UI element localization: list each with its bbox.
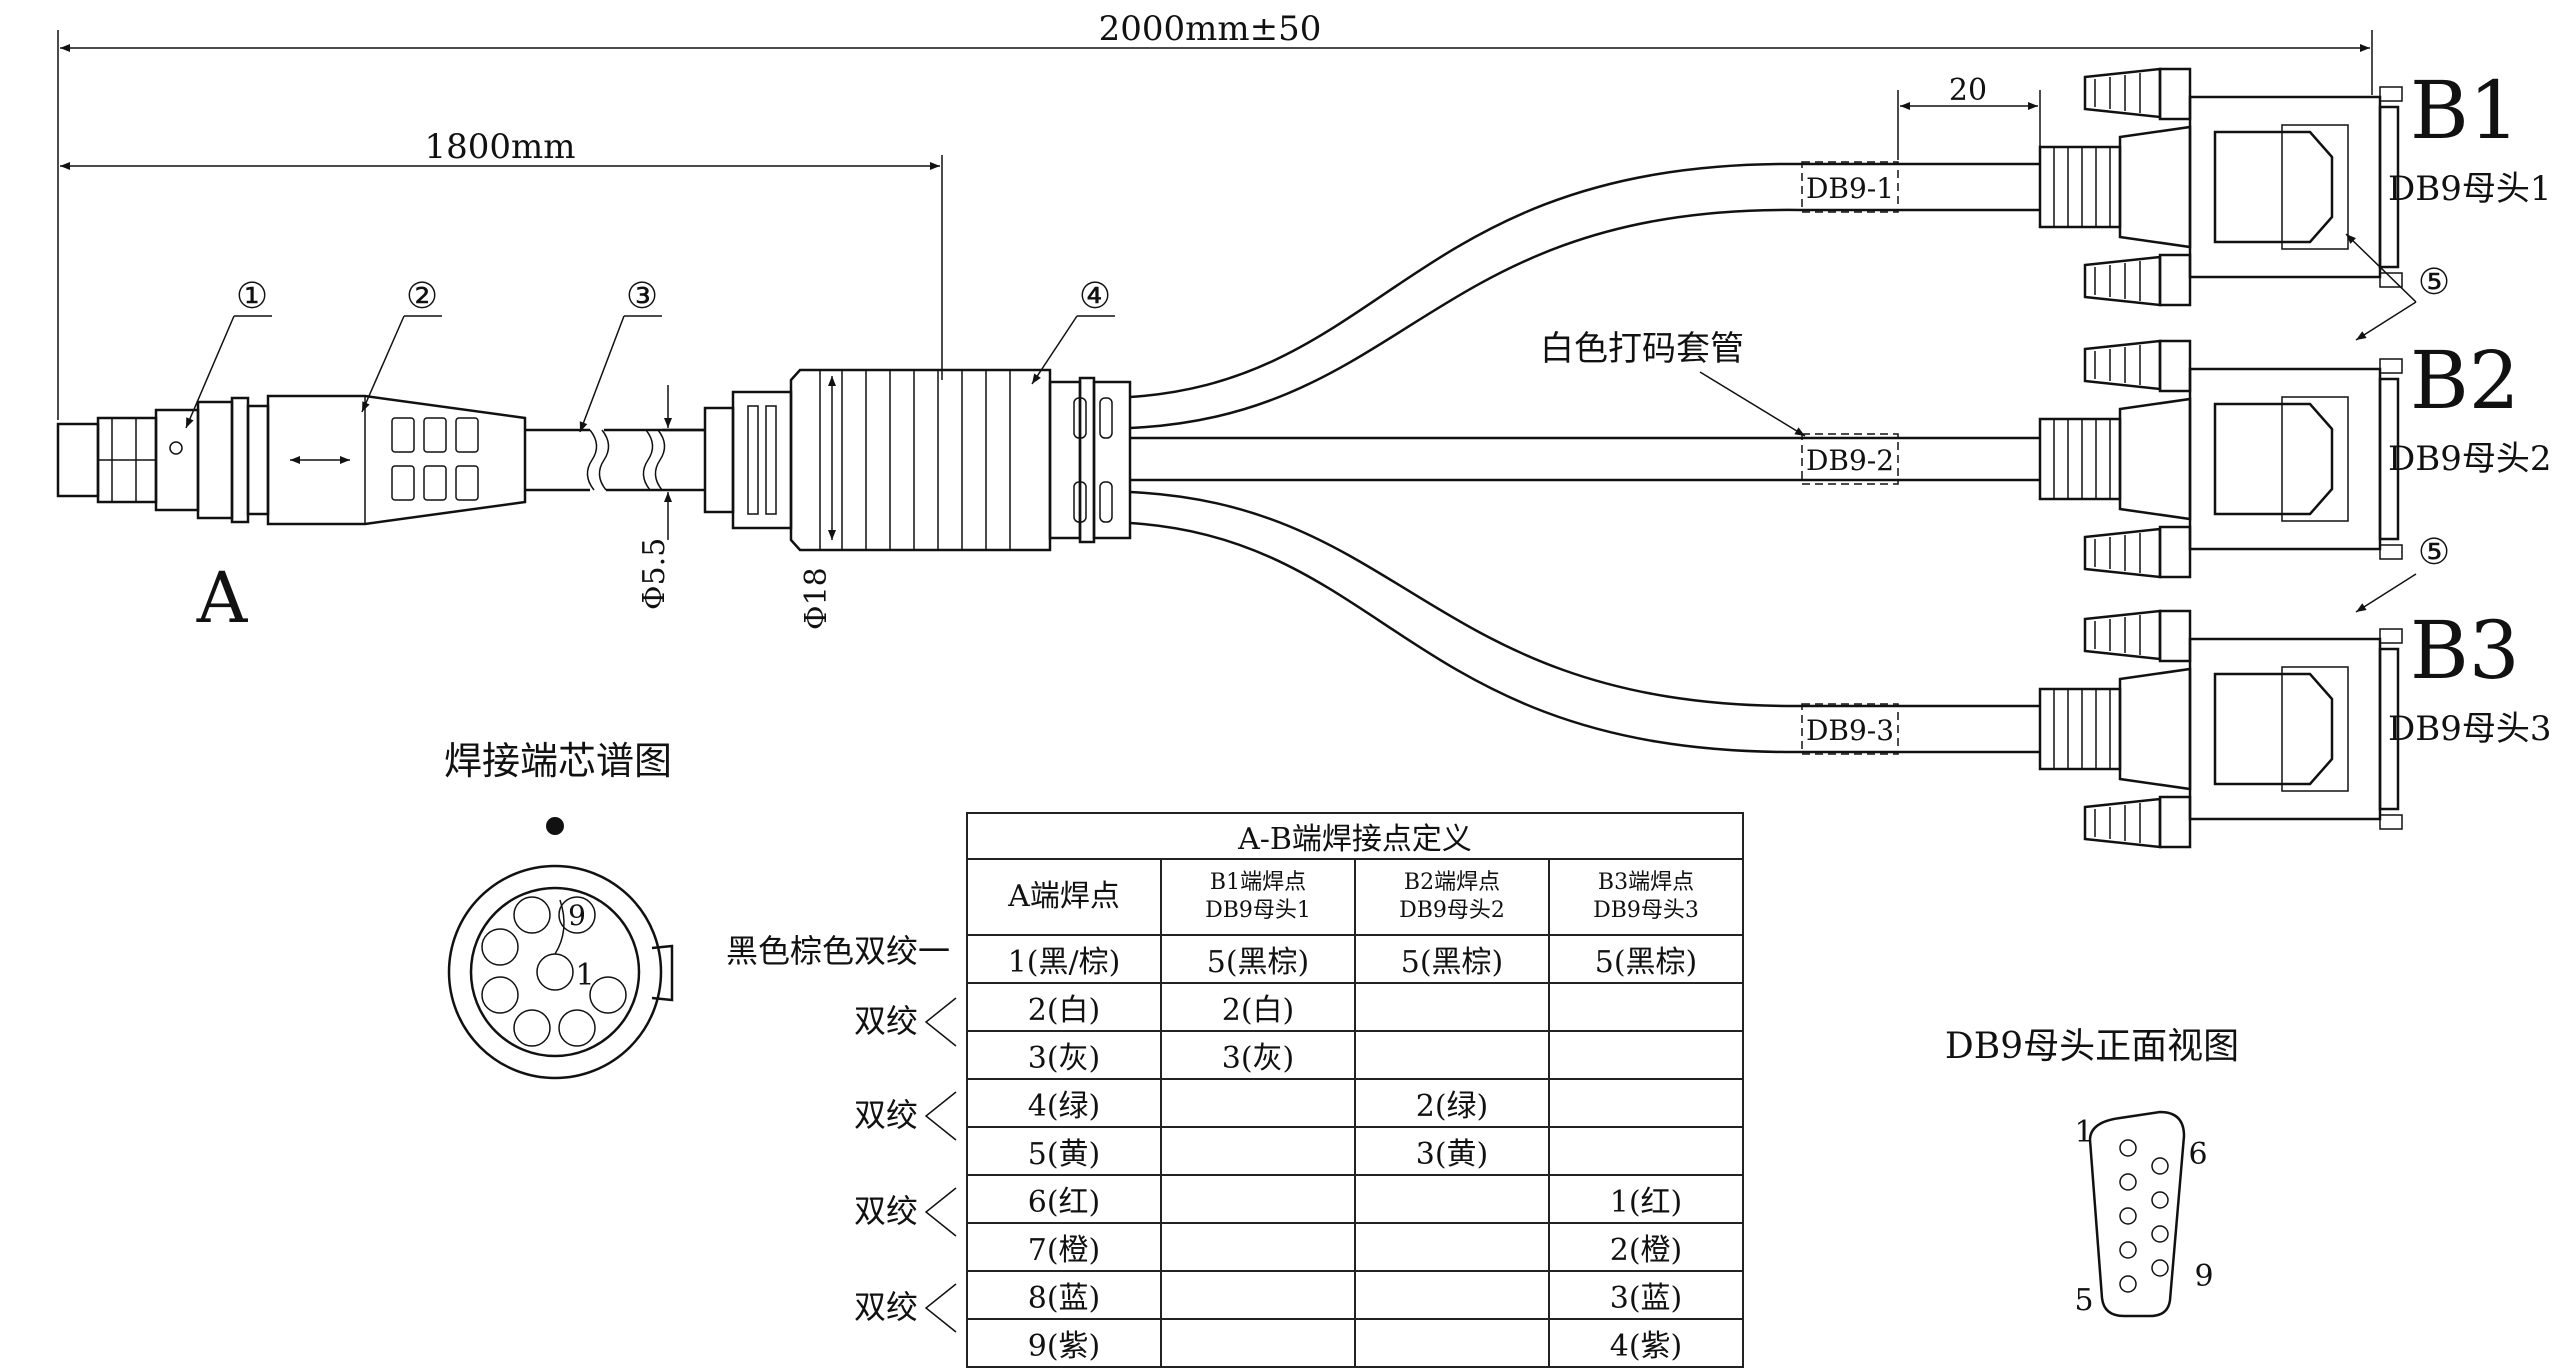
db9-pin-6: 6 bbox=[2188, 1137, 2207, 1172]
row-notes: 黑色棕色双绞一 双绞 双绞 双绞 双绞 bbox=[726, 932, 957, 1333]
svg-text:②: ② bbox=[406, 276, 438, 317]
dimension-a-length: 1800mm bbox=[60, 127, 943, 380]
pinout-title: 焊接端芯谱图 bbox=[444, 739, 672, 783]
sleeve-db9-2: DB9-2 bbox=[1801, 433, 1899, 485]
pin-1-label: 1 bbox=[575, 958, 594, 993]
white-sleeve-note: 白色打码套管 bbox=[1540, 329, 1806, 437]
db9-front-view: DB9母头正面视图 1 6 5 9 bbox=[1945, 1026, 2239, 1318]
dia-cable-label: Φ5.5 bbox=[637, 538, 672, 610]
db9-pin-5: 5 bbox=[2074, 1283, 2093, 1318]
dimension-offset: 20 bbox=[1897, 73, 2041, 160]
callout-5-lower: ⑤ bbox=[2355, 532, 2450, 613]
svg-text:③: ③ bbox=[626, 276, 658, 317]
white-sleeve-label: 白色打码套管 bbox=[1540, 329, 1744, 369]
connector-b3 bbox=[2038, 609, 2404, 849]
svg-text:B2: B2 bbox=[2410, 334, 2520, 427]
db9-pin-1: 1 bbox=[2074, 1115, 2093, 1150]
sleeve-db9-3: DB9-3 bbox=[1801, 703, 1899, 755]
table-title: A-B端焊接点定义 bbox=[966, 812, 1744, 860]
svg-text:DB9-3: DB9-3 bbox=[1806, 714, 1894, 747]
note-twist-4: 双绞 bbox=[854, 1288, 918, 1326]
callout-2: ② bbox=[361, 276, 442, 413]
table-row: 6(红) 1(红) bbox=[966, 1174, 1744, 1224]
callout-1: ① bbox=[185, 276, 272, 429]
svg-text:①: ① bbox=[236, 276, 268, 317]
dimension-cable-diameter: Φ5.5 bbox=[637, 385, 672, 610]
svg-text:DB9母头3: DB9母头3 bbox=[2388, 709, 2552, 749]
sleeve-db9-1: DB9-1 bbox=[1801, 161, 1899, 213]
table-row: 1(黑/棕) 5(黑棕) 5(黑棕) 5(黑棕) bbox=[966, 934, 1744, 984]
svg-text:④: ④ bbox=[1079, 276, 1111, 317]
dim-total-label: 2000mm±50 bbox=[1099, 9, 1322, 49]
header-a: A端焊点 bbox=[966, 858, 1162, 936]
table-row: 7(橙) 2(橙) bbox=[966, 1222, 1744, 1272]
svg-text:⑤: ⑤ bbox=[2418, 262, 2450, 303]
note-black-brown: 黑色棕色双绞一 bbox=[726, 932, 950, 970]
end-b2-labels: B2 DB9母头2 bbox=[2388, 334, 2552, 479]
pin-9-label: 9 bbox=[568, 899, 586, 932]
table-row: 4(绿) 2(绿) bbox=[966, 1078, 1744, 1128]
svg-text:DB9母头2: DB9母头2 bbox=[2388, 439, 2552, 479]
note-twist-1: 双绞 bbox=[854, 1002, 918, 1040]
dim-a-length-label: 1800mm bbox=[424, 127, 575, 167]
svg-text:DB9-2: DB9-2 bbox=[1806, 444, 1894, 477]
dimension-total: 2000mm±50 bbox=[57, 9, 2373, 420]
callout-3: ③ bbox=[579, 276, 662, 433]
svg-text:⑤: ⑤ bbox=[2418, 532, 2450, 573]
table-row: 5(黄) 3(黄) bbox=[966, 1126, 1744, 1176]
note-twist-2: 双绞 bbox=[854, 1096, 918, 1134]
end-a-label: A bbox=[196, 557, 249, 639]
table-row: 2(白) 2(白) bbox=[966, 982, 1744, 1032]
db9-pin-9: 9 bbox=[2194, 1259, 2213, 1294]
splitter-body bbox=[703, 368, 1132, 552]
connector-b1 bbox=[2038, 67, 2404, 307]
end-b1-labels: B1 DB9母头1 bbox=[2388, 64, 2552, 209]
connector-b2 bbox=[2038, 339, 2404, 579]
dia-sleeve-label: Φ18 bbox=[799, 567, 834, 630]
end-b3-labels: B3 DB9母头3 bbox=[2388, 604, 2552, 749]
svg-text:B1: B1 bbox=[2410, 64, 2520, 157]
svg-text:DB9-1: DB9-1 bbox=[1806, 172, 1894, 205]
svg-text:DB9母头1: DB9母头1 bbox=[2388, 169, 2552, 209]
connector-a: A bbox=[56, 394, 705, 639]
svg-text:B3: B3 bbox=[2410, 604, 2520, 697]
pinout-diagram: 焊接端芯谱图 9 1 bbox=[444, 739, 674, 1080]
note-twist-3: 双绞 bbox=[854, 1192, 918, 1230]
dim-offset-label: 20 bbox=[1949, 73, 1987, 108]
table-row: 9(紫) 4(紫) bbox=[966, 1318, 1744, 1368]
table-row: 8(蓝) 3(蓝) bbox=[966, 1270, 1744, 1320]
callout-5-upper: ⑤ bbox=[2345, 233, 2450, 341]
db9-front-title: DB9母头正面视图 bbox=[1945, 1026, 2239, 1067]
table-row: 3(灰) 3(灰) bbox=[966, 1030, 1744, 1080]
dimension-sleeve-diameter: Φ18 bbox=[799, 376, 836, 630]
branch-cables bbox=[1129, 162, 2040, 754]
callout-4: ④ bbox=[1031, 276, 1115, 385]
